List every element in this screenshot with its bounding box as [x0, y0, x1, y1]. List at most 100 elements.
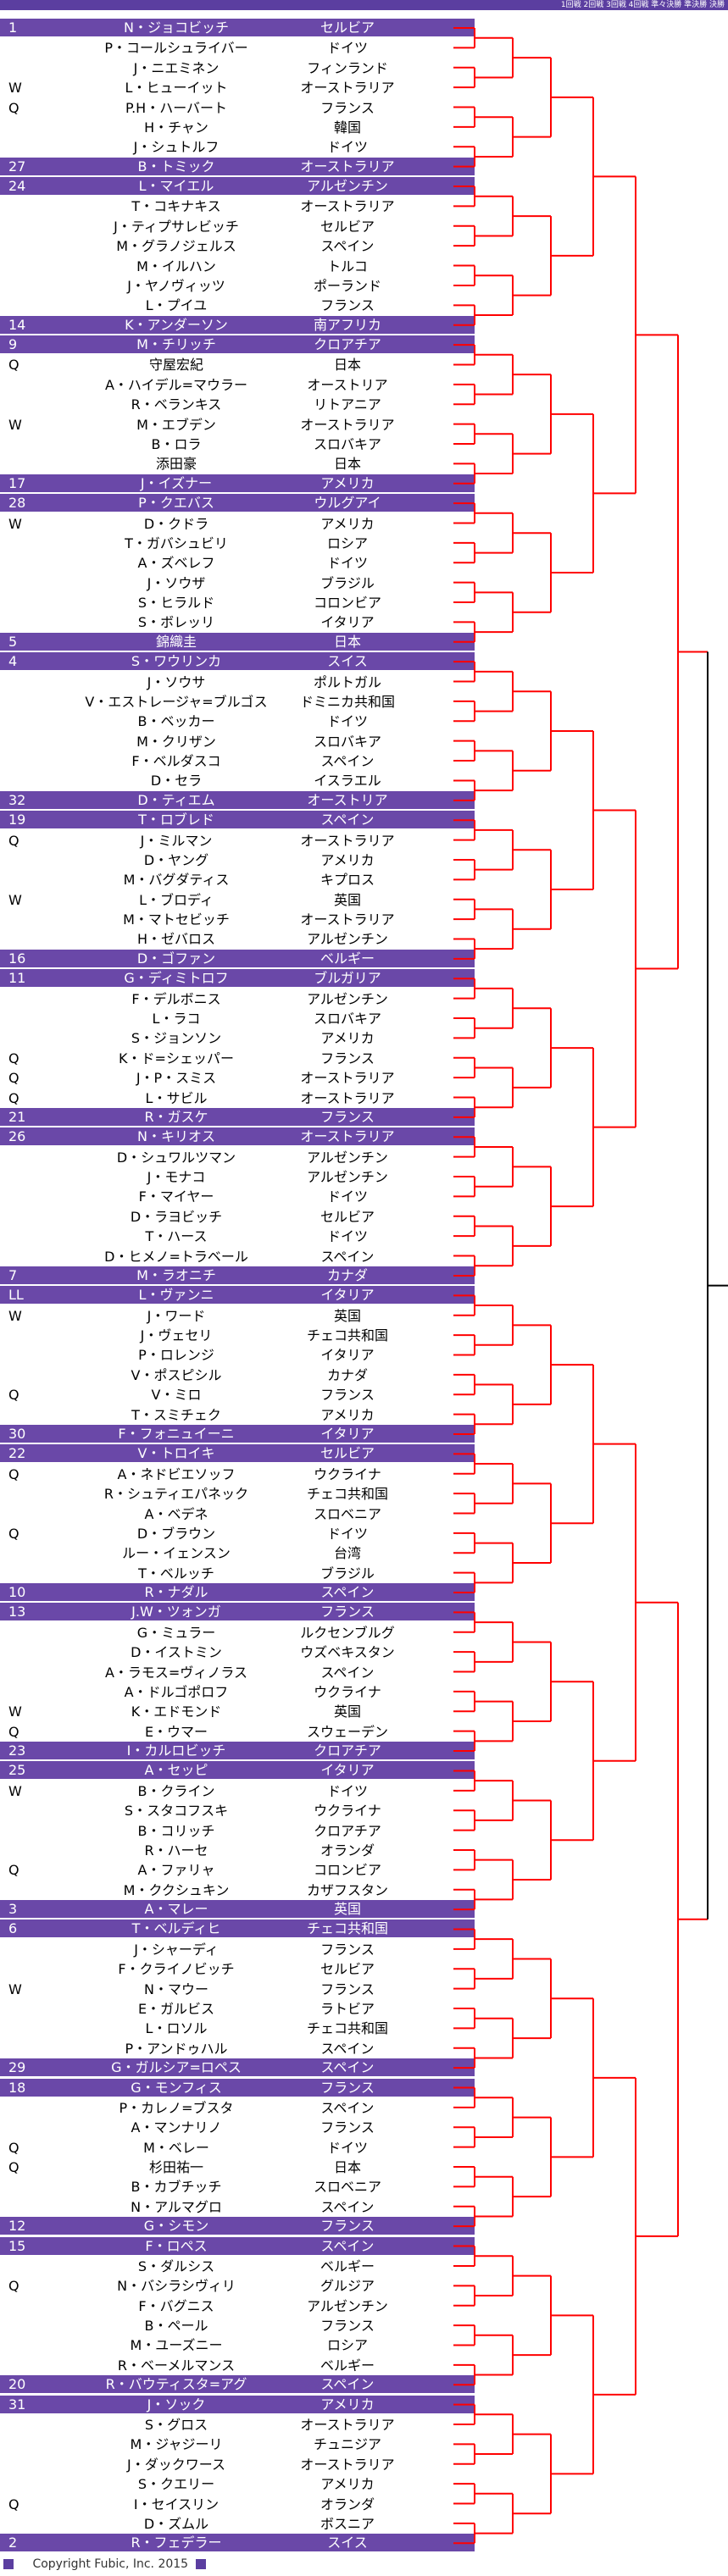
seed-mark: Q — [8, 1089, 19, 1106]
player-row: R・シュティエパネックチェコ共和国 — [0, 1484, 475, 1504]
player-country: スペイン — [320, 2376, 375, 2393]
player-name: T・スミチェク — [131, 1406, 221, 1423]
player-name: S・ジョンソン — [131, 1030, 222, 1047]
player-country: フランス — [320, 297, 375, 314]
player-country: アメリカ — [320, 515, 375, 532]
player-country: クロアチア — [314, 1822, 381, 1839]
player-name: M・グラノジェルス — [116, 238, 236, 255]
player-row: S・グロスオーストラリア — [0, 2415, 475, 2435]
player-row: M・グラノジェルススペイン — [0, 236, 475, 256]
round-labels: 1回戦 2回戦 3回戦 4回戦 準々決勝 準決勝 決勝 — [560, 1, 725, 9]
player-name: B・ロラ — [151, 435, 202, 452]
seed-mark: Q — [8, 1465, 19, 1482]
player-name: B・カブチッチ — [131, 2179, 222, 2196]
player-name: S・スタコフスキ — [124, 1803, 229, 1820]
player-country: フィンランド — [307, 59, 388, 76]
player-country: ボスニア — [320, 2515, 375, 2532]
player-country: ラトビア — [320, 2001, 375, 2017]
player-name: R・ナダル — [144, 1584, 208, 1601]
seed-mark: W — [8, 891, 22, 908]
player-name: F・マイヤー — [138, 1188, 214, 1205]
player-row: T・ハースドイツ — [0, 1227, 475, 1246]
player-name: 杉田祐一 — [148, 2159, 203, 2176]
player-country: スロバキア — [313, 435, 381, 452]
player-country: 日本 — [333, 456, 361, 473]
player-country: キプロス — [320, 872, 375, 889]
player-country: スペイン — [320, 1664, 375, 1681]
seed-mark: Q — [8, 2278, 19, 2295]
player-country: オーストラリア — [300, 80, 395, 97]
player-row: S・ジョンソンアメリカ — [0, 1028, 475, 1048]
player-country: オーストリア — [307, 791, 388, 808]
player-country: 日本 — [333, 2159, 361, 2176]
player-country: ドミニカ共和国 — [299, 693, 395, 710]
player-country: フランス — [320, 2318, 375, 2335]
player-country: ウクライナ — [314, 1683, 381, 1700]
player-name: J・ニエミネン — [133, 59, 220, 76]
player-country: オランダ — [320, 1842, 375, 1859]
seed-mark: 22 — [8, 1445, 26, 1462]
player-name: F・ベルダスコ — [131, 753, 221, 770]
player-row: G・ミュラールクセンブルグ — [0, 1623, 475, 1643]
player-row: J・ヤノヴィッツポーランド — [0, 276, 475, 296]
player-row: J・シャーディフランス — [0, 1940, 475, 1959]
player-country: 日本 — [333, 633, 361, 650]
seed-mark: 23 — [8, 1742, 26, 1759]
player-name: V・トロイキ — [137, 1445, 215, 1462]
player-country: クロアチア — [314, 1742, 381, 1759]
player-country: チェコ共和国 — [306, 2020, 388, 2037]
player-name: F・クライノビッチ — [118, 1961, 235, 1978]
seed-mark: 32 — [8, 791, 26, 808]
player-name: M・ベレー — [143, 2139, 209, 2156]
player-name: L・サビル — [145, 1089, 208, 1106]
player-row: D・シュワルツマンアルゼンチン — [0, 1148, 475, 1167]
footer-square-icon — [195, 2559, 206, 2569]
seed-mark: 7 — [8, 1266, 18, 1283]
player-country: イスラエル — [314, 773, 381, 789]
player-row: S・ヒラルドコロンビア — [0, 593, 475, 612]
player-name: 錦織圭 — [155, 633, 197, 650]
player-country: ロシア — [326, 535, 368, 551]
player-country: カナダ — [326, 1266, 368, 1283]
player-country: セルビア — [320, 218, 375, 235]
player-name: D・ラヨビッチ — [130, 1208, 223, 1225]
player-name: T・ハース — [145, 1228, 208, 1245]
player-country: フランス — [320, 2119, 375, 2136]
player-country: スロバキア — [313, 1011, 381, 1027]
seed-mark: 9 — [8, 336, 18, 353]
player-name: P.H・ハーバート — [125, 99, 228, 116]
seed-mark: Q — [8, 2139, 19, 2156]
player-name: L・ヒューイット — [125, 80, 228, 97]
player-country: スペイン — [320, 1584, 375, 1601]
player-name: K・エドモンド — [131, 1703, 222, 1720]
player-row: L・プイユフランス — [0, 296, 475, 315]
player-country: 英国 — [333, 1307, 361, 1324]
player-country: オーストラリア — [300, 198, 395, 215]
seed-mark: Q — [8, 1050, 19, 1066]
seed-mark: 17 — [8, 474, 26, 491]
player-row: S・ボレッリイタリア — [0, 612, 475, 632]
player-name: M・クリザン — [136, 733, 216, 750]
player-name: J・ミルマン — [140, 832, 213, 849]
player-name: N・キリオス — [137, 1128, 215, 1145]
seed-mark: W — [8, 1703, 22, 1720]
player-country: フランス — [320, 2218, 375, 2235]
player-name: A・ドルゴポロフ — [124, 1683, 229, 1700]
player-country: フランス — [320, 2079, 375, 2096]
player-name: P・ロレンジ — [138, 1347, 214, 1364]
player-country: セルビア — [320, 1208, 375, 1225]
player-row: J・ヴェセリチェコ共和国 — [0, 1326, 475, 1345]
player-country: ポルトガル — [313, 673, 381, 690]
player-name: R・ベランキス — [131, 396, 222, 413]
player-country: アメリカ — [320, 474, 375, 491]
player-row: A・マンナリノフランス — [0, 2118, 475, 2137]
player-name: S・ワウリンカ — [131, 653, 222, 670]
player-country: ドイツ — [326, 2139, 368, 2156]
seed-mark: Q — [8, 1525, 19, 1542]
player-name: H・ゼバロス — [136, 931, 216, 948]
